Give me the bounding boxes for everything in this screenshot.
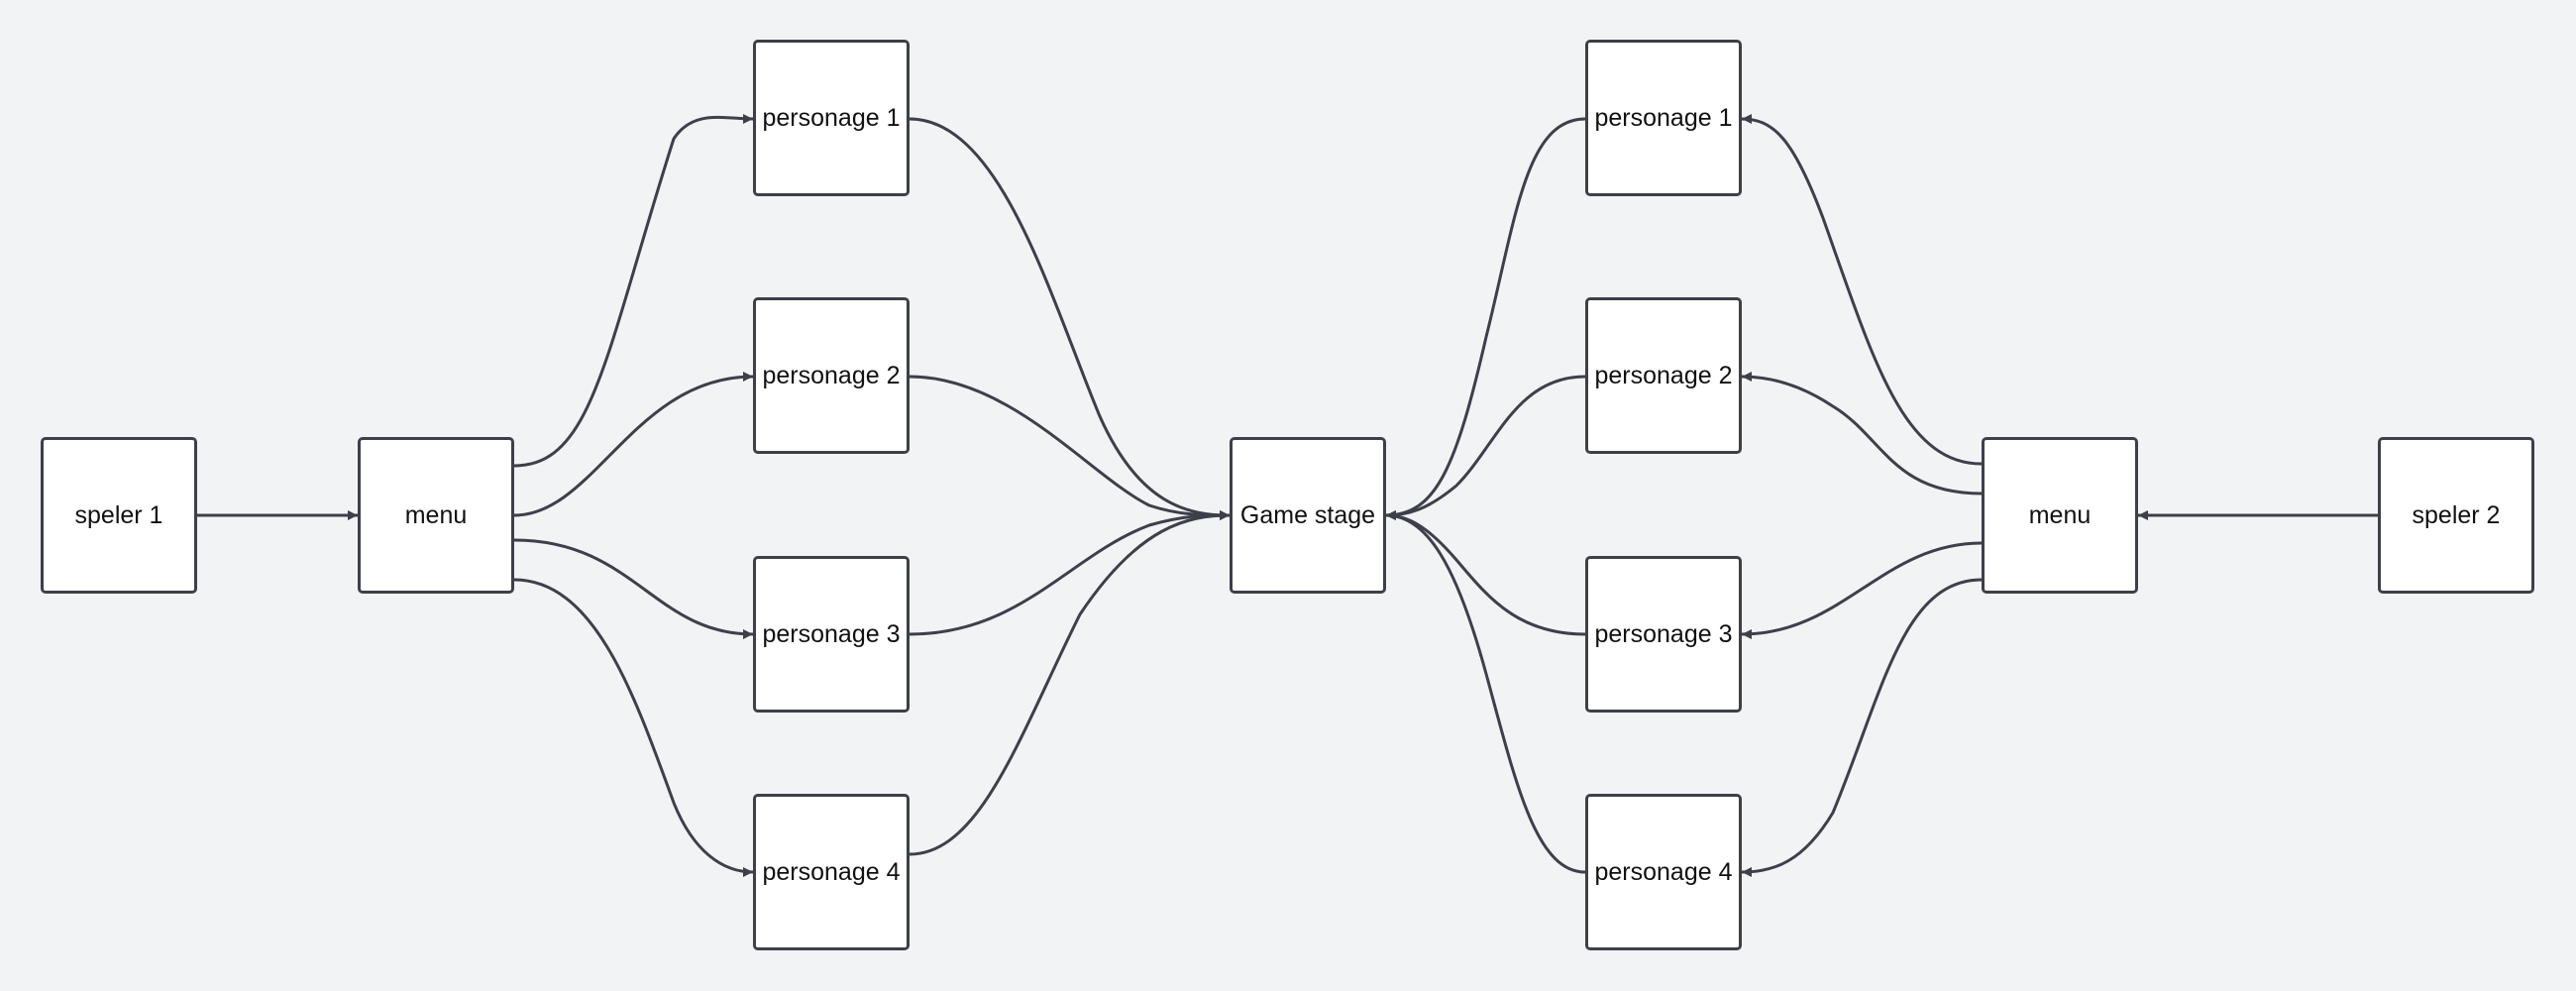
edge-menu-left-to-left-p2 bbox=[513, 372, 754, 517]
edge-menu-right-to-right-p3 bbox=[1741, 541, 1983, 639]
node-game-stage[interactable]: Game stage bbox=[1230, 437, 1386, 594]
node-label: menu bbox=[2028, 500, 2092, 529]
edge-left-p4-to-game-stage bbox=[909, 510, 1231, 856]
edge-left-p2-to-game-stage bbox=[909, 375, 1231, 520]
node-label: personage 3 bbox=[1594, 619, 1733, 648]
node-left-personage-1[interactable]: personage 1 bbox=[753, 40, 910, 196]
node-label: personage 2 bbox=[1594, 361, 1733, 389]
node-label: personage 3 bbox=[762, 619, 901, 648]
node-menu-left[interactable]: menu bbox=[358, 437, 514, 594]
node-label: personage 1 bbox=[762, 103, 901, 132]
node-menu-right[interactable]: menu bbox=[1982, 437, 2138, 594]
node-label: menu bbox=[404, 500, 468, 529]
node-label: personage 1 bbox=[1594, 103, 1733, 132]
edge-menu-right-to-right-p1 bbox=[1741, 114, 1983, 466]
node-left-personage-4[interactable]: personage 4 bbox=[753, 794, 910, 950]
node-right-personage-4[interactable]: personage 4 bbox=[1585, 794, 1742, 950]
edge-right-p3-to-game-stage bbox=[1385, 510, 1586, 636]
edge-menu-right-to-right-p4 bbox=[1741, 578, 1983, 877]
edge-right-p2-to-game-stage bbox=[1385, 375, 1586, 520]
node-speler-2[interactable]: speler 2 bbox=[2378, 437, 2534, 594]
edge-right-p1-to-game-stage bbox=[1385, 117, 1586, 520]
edge-menu-left-to-left-p3 bbox=[513, 538, 754, 639]
node-label: personage 2 bbox=[762, 361, 901, 389]
node-right-personage-2[interactable]: personage 2 bbox=[1585, 297, 1742, 454]
node-label: speler 2 bbox=[2412, 500, 2501, 529]
node-left-personage-3[interactable]: personage 3 bbox=[753, 556, 910, 713]
edge-group bbox=[197, 113, 2378, 877]
edge-left-p1-to-game-stage bbox=[909, 117, 1231, 520]
node-label: personage 4 bbox=[762, 857, 901, 886]
node-right-personage-3[interactable]: personage 3 bbox=[1585, 556, 1742, 713]
node-label: speler 1 bbox=[74, 500, 163, 529]
edge-right-p4-to-game-stage bbox=[1385, 510, 1586, 874]
node-speler-1[interactable]: speler 1 bbox=[41, 437, 197, 594]
node-label: Game stage bbox=[1239, 500, 1376, 529]
edge-left-p3-to-game-stage bbox=[909, 510, 1231, 636]
edge-menu-left-to-left-p1 bbox=[513, 113, 754, 468]
node-left-personage-2[interactable]: personage 2 bbox=[753, 297, 910, 454]
node-label: personage 4 bbox=[1594, 857, 1733, 886]
node-right-personage-1[interactable]: personage 1 bbox=[1585, 40, 1742, 196]
edge-menu-left-to-left-p4 bbox=[513, 578, 754, 877]
edge-menu-right-to-right-p2 bbox=[1741, 372, 1983, 496]
